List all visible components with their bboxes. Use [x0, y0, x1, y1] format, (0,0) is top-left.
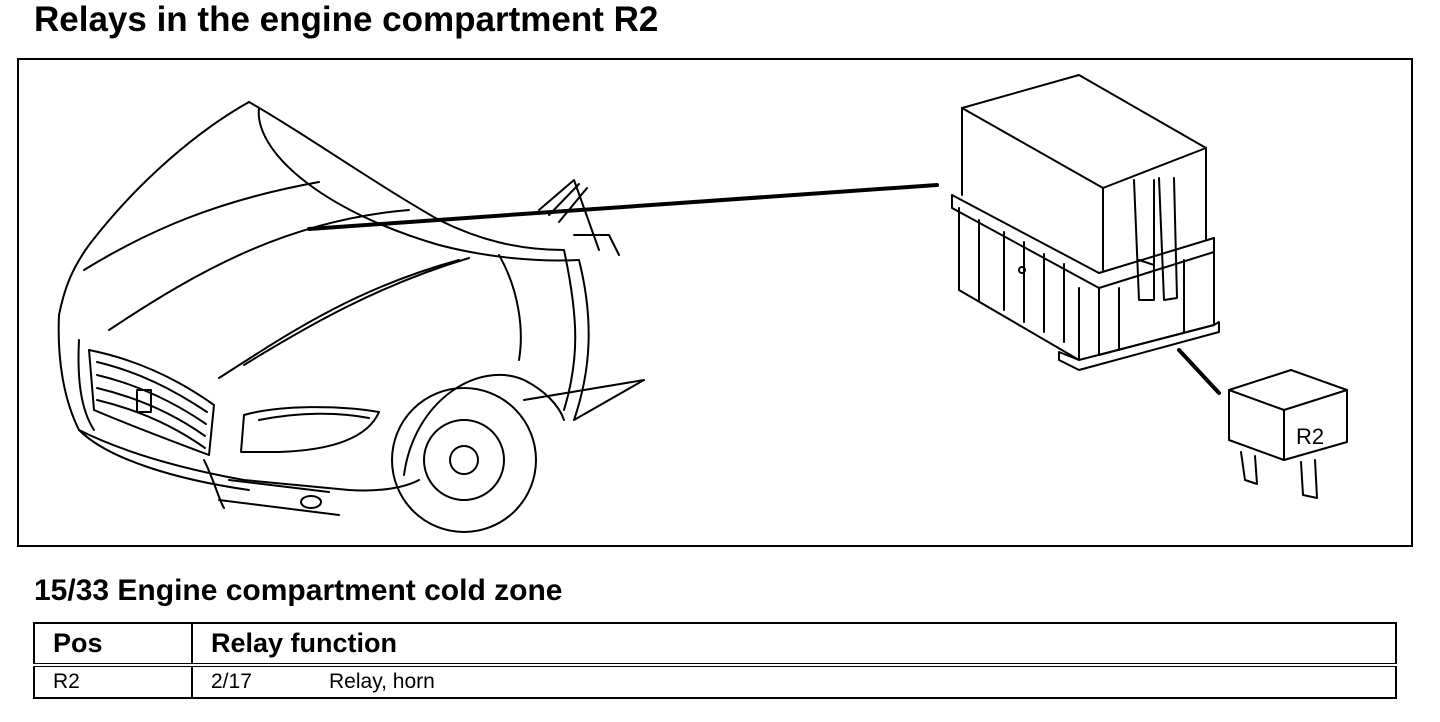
- table-row: R2 2/17 Relay, horn: [34, 665, 1396, 698]
- cell-pos: R2: [34, 665, 193, 698]
- engine-compartment-illustration: R2: [57, 74, 1348, 533]
- illustration-frame: R2: [17, 58, 1413, 547]
- relay-r2-illustration: R2: [1228, 369, 1348, 499]
- section-title: 15/33 Engine compartment cold zone: [34, 574, 563, 607]
- header-pos: Pos: [34, 623, 193, 667]
- leader-line-relay: [1177, 348, 1221, 395]
- header-relay-function: Relay function: [192, 623, 1396, 667]
- cell-relay-function: 2/17 Relay, horn: [192, 665, 1396, 698]
- relay-table: Pos Relay function R2 2/17 Relay, horn: [33, 622, 1397, 699]
- cell-ref: 2/17: [211, 670, 252, 693]
- cell-function: Relay, horn: [329, 670, 435, 693]
- relay-r2-label: R2: [1296, 424, 1324, 449]
- table-header-row: Pos Relay function: [34, 623, 1396, 667]
- relay-box-illustration: [951, 74, 1220, 371]
- leader-line: [307, 183, 939, 231]
- page-title: Relays in the engine compartment R2: [34, 0, 659, 39]
- car-illustration: [57, 101, 645, 533]
